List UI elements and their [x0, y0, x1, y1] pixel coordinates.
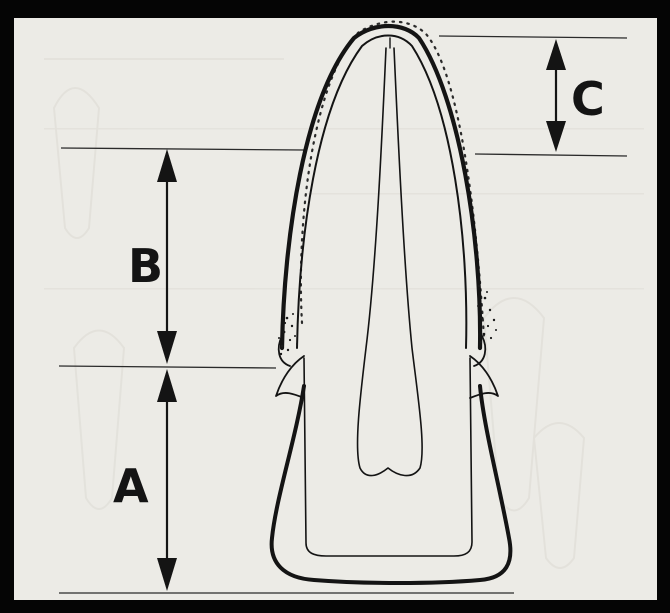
gingiva-left [276, 356, 304, 398]
dimension-b-arrowhead-top [157, 149, 177, 182]
bone-stippling [278, 285, 497, 355]
dimension-b-arrowhead-bottom [157, 331, 177, 364]
dimension-a-arrowhead-bottom [157, 558, 177, 591]
dimension-a-arrowhead-top [157, 369, 177, 402]
dimension-label-b: B [128, 239, 163, 293]
dimension-c-arrowhead-top [546, 39, 566, 70]
dentin-outline [304, 358, 472, 556]
line-a-top [59, 366, 276, 368]
pulp-canal [358, 48, 423, 476]
dimension-label-c: C [571, 72, 605, 126]
line-b-top [61, 148, 304, 150]
dotted-outline [301, 22, 484, 338]
crown-outline [272, 386, 511, 583]
dimension-c-arrowhead-bottom [546, 121, 566, 152]
line-top-right [439, 36, 627, 38]
gingiva-right [470, 356, 498, 398]
scanned-page: B A C [14, 18, 657, 600]
line-c-bottom [475, 154, 627, 156]
dimension-label-a: A [113, 459, 149, 513]
tooth-illustration [272, 22, 511, 583]
tooth-diagram: B A C [14, 18, 657, 600]
